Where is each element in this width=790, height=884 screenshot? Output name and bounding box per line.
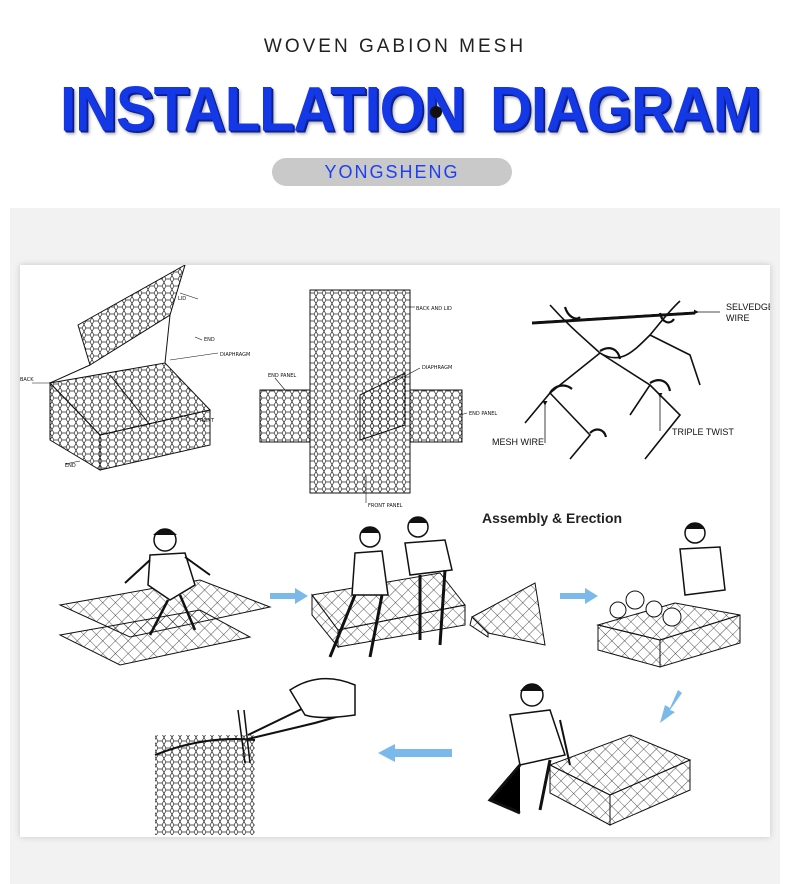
brand-pill: YONGSHENG <box>272 158 512 186</box>
assembly-erection-title: Assembly & Erection <box>482 510 623 526</box>
eyebrow-title: WOVEN GABION MESH <box>263 36 527 57</box>
mesh-detail-figure <box>524 300 720 460</box>
folded-mesh-figure <box>469 582 546 646</box>
label-triple-twist: TRIPLE TWIST <box>672 427 734 437</box>
label-diaphragm-net: DIAPHRAGM <box>422 365 452 371</box>
label-end-panel-right: END PANEL <box>469 411 497 417</box>
label-front: FRONT <box>197 418 215 424</box>
label-selvedge-wire: WIRE <box>726 313 750 323</box>
separator-dot <box>430 106 442 118</box>
step-tie-figure <box>154 677 356 835</box>
headline: INSTALLATION DIAGRAM <box>0 70 790 150</box>
installation-illustration: LID END DIAPHRAGM BACK FRONT END BACK AN… <box>20 265 770 835</box>
label-end-panel-left: END PANEL <box>268 373 296 379</box>
gabion-box-figure: LID END DIAPHRAGM BACK FRONT END <box>20 265 250 471</box>
arrow-step3-to-4 <box>660 690 682 723</box>
diagram-card: LID END DIAPHRAGM BACK FRONT END BACK AN… <box>20 265 770 837</box>
label-lid: LID <box>178 296 186 302</box>
arrow-step1-to-2 <box>270 588 308 604</box>
headline-diagram: DIAGRAM <box>490 74 761 145</box>
arrow-step4-to-5 <box>378 744 452 762</box>
arrow-step2-to-3 <box>560 588 598 604</box>
unfolded-net-figure: BACK AND LID DIAPHRAGM END PANEL END PAN… <box>259 289 497 509</box>
label-selvedge: SELVEDGE <box>726 302 770 312</box>
label-diaphragm: DIAPHRAGM <box>220 352 250 358</box>
process-arrows <box>270 588 682 762</box>
headline-installation: INSTALLATION <box>60 74 466 145</box>
step-close-figure <box>487 683 692 826</box>
step-unfold-figure <box>58 528 272 666</box>
step-assemble-figure <box>311 516 466 658</box>
label-end-top: END <box>204 337 215 343</box>
label-mesh-wire: MESH WIRE <box>492 437 544 447</box>
label-back-and-lid: BACK AND LID <box>416 306 452 312</box>
step-fill-figure <box>596 522 741 668</box>
label-front-panel: FRONT PANEL <box>368 503 403 509</box>
label-end-bottom: END <box>65 463 76 469</box>
label-back: BACK <box>20 377 34 383</box>
